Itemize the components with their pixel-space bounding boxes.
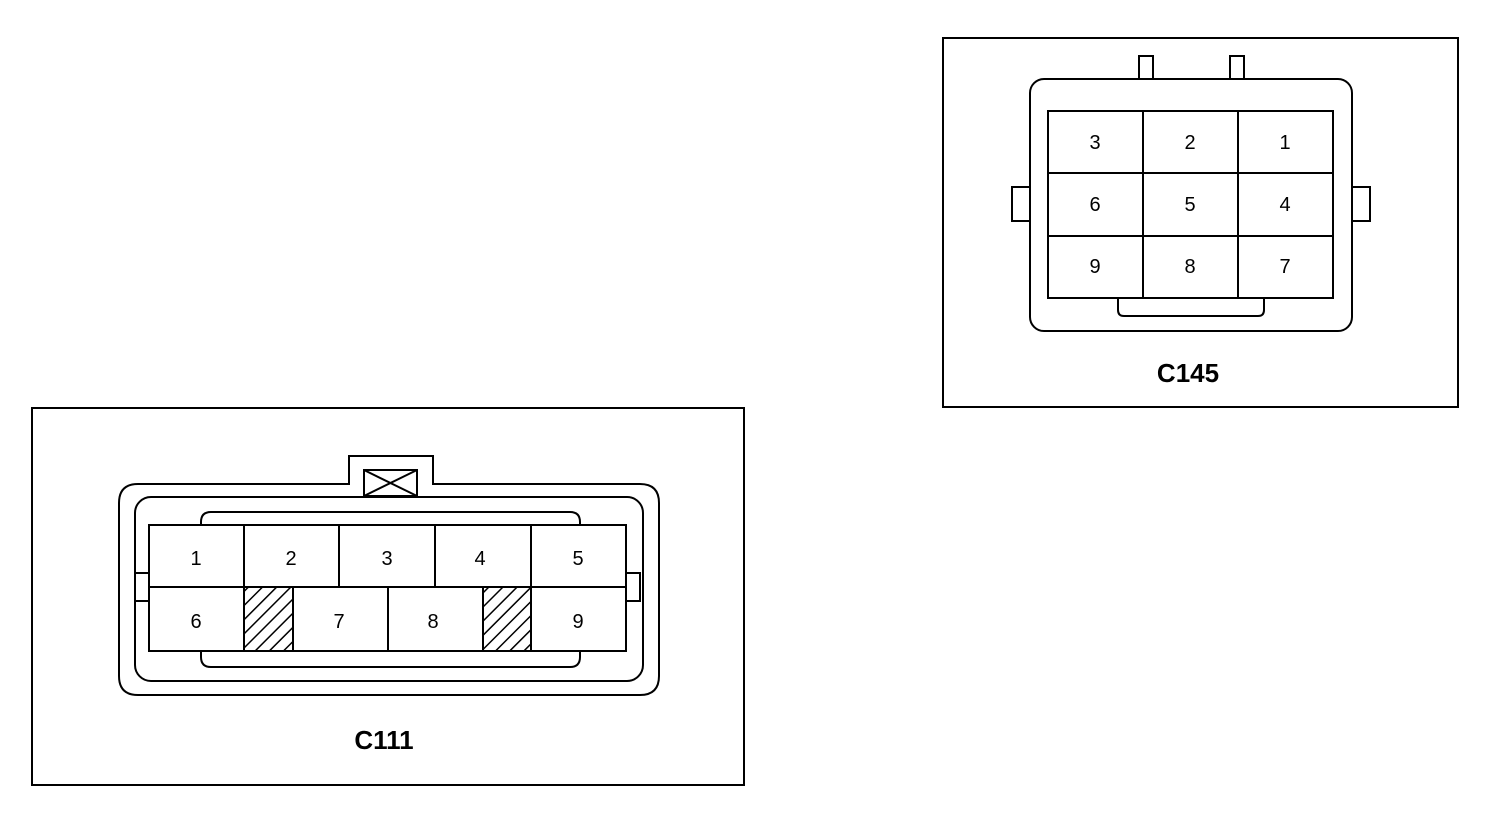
c111-pin-8: 8 [427, 611, 438, 633]
c111-side-tab-right [625, 572, 641, 602]
c111-pin-3: 3 [381, 548, 392, 570]
c111-bottom-rail [200, 651, 581, 668]
c111-top-rail [200, 511, 581, 525]
c145-pin-grid [1047, 110, 1334, 299]
c145-panel [942, 37, 1459, 408]
c145-pin-2: 2 [1184, 132, 1195, 154]
c145-pin-6: 6 [1089, 194, 1100, 216]
c111-blocked-cavity-left [245, 588, 292, 650]
c111-label: C111 [354, 725, 413, 755]
c111-pin-4: 4 [474, 548, 485, 570]
c111-pin-6: 6 [190, 611, 201, 633]
c145-pin-7: 7 [1279, 256, 1290, 278]
c111-outer-shell [118, 455, 660, 696]
c111-panel [31, 407, 745, 786]
c111-blocked-cavity-right [484, 588, 530, 650]
c145-pin-1: 1 [1279, 132, 1290, 154]
c111-frame [31, 407, 745, 786]
c145-bottom-key [1117, 298, 1265, 317]
c145-pin-8: 8 [1184, 256, 1195, 278]
c145-pins: 3 2 1 6 5 4 9 8 7 [1089, 132, 1290, 278]
c145-top-latch-right [1229, 55, 1245, 81]
c111-pin-5: 5 [572, 548, 583, 570]
c145-pin-9: 9 [1089, 256, 1100, 278]
c111-pin-7: 7 [333, 611, 344, 633]
c145-pin-3: 3 [1089, 132, 1100, 154]
c111-pins: 1 2 3 4 5 6 7 8 9 [190, 548, 583, 633]
c145-pin-4: 4 [1279, 194, 1290, 216]
c145-body [1029, 78, 1353, 332]
c111-pin-9: 9 [572, 611, 583, 633]
c145-pin-5: 5 [1184, 194, 1195, 216]
c111-side-tab-left [134, 572, 150, 602]
c111-pin-2: 2 [285, 548, 296, 570]
c111-pin-1: 1 [190, 548, 201, 570]
c145-top-latch-left [1138, 55, 1154, 81]
c145-label: C145 [1157, 358, 1219, 388]
c145-frame [942, 37, 1459, 408]
